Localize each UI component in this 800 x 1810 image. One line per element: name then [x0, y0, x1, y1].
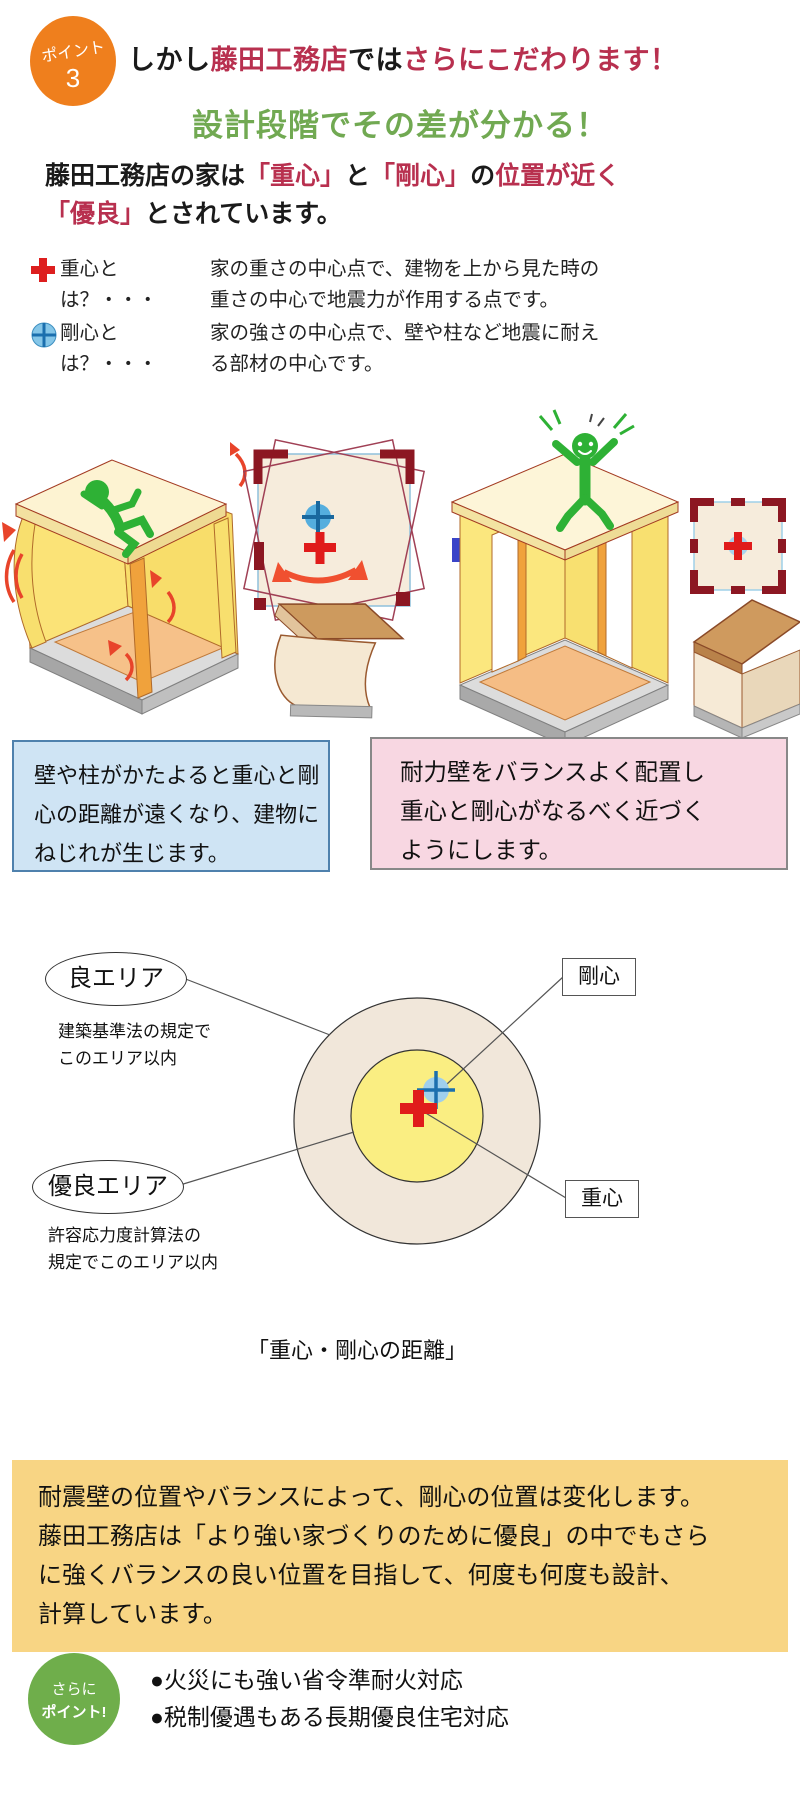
gravity-center-mark — [400, 1090, 437, 1127]
joy-marks — [538, 409, 635, 436]
center-distance-diagram — [179, 976, 567, 1245]
footer-bullets: ●火災にも強い省令準耐火対応 ●税制優遇もある長期優良住宅対応 — [150, 1662, 509, 1736]
shake-marks — [4, 452, 247, 682]
definition-desc: 家の重さの中心点で、建物を上から見た時の 重さの中心で地震力が作用する点です。 — [210, 258, 600, 311]
headline: しかし藤田工務店ではさらにこだわります！ — [128, 38, 677, 77]
corner-marks — [254, 542, 410, 610]
extra-point-badge-line2: ポイント! — [41, 1704, 107, 1721]
rotation-arrow — [282, 567, 358, 584]
intro-paragraph: 藤田工務店の家は「重心」と「剛心」の位置が近く 「優良」とされています。 — [45, 157, 620, 233]
callout-problem: 壁や柱がかたよると重心と剛 心の距離が遠くなり、建物に ねじれが生じます。 — [12, 740, 330, 872]
rigidity-center-label: 剛心 — [562, 958, 636, 996]
footer-bullet: ●火災にも強い省令準耐火対応 — [150, 1667, 463, 1693]
highlight-box: 耐震壁の位置やバランスによって、剛心の位置は変化します。 藤田工務店は「より強い… — [12, 1460, 788, 1652]
definition-term: 重心とは？・・・ — [60, 258, 158, 311]
good-area-note: 建築基準法の規定で このエリア以内 — [58, 1022, 211, 1068]
connector-lines — [179, 976, 567, 1199]
stable-small-house-icon — [692, 599, 800, 739]
intro-line1: 藤田工務店の家は「重心」と「剛心」の位置が近く — [45, 162, 621, 190]
subheadline: 設計段階でその差が分かる！ — [192, 108, 608, 143]
corner-brackets — [253, 449, 415, 484]
headline-part: 藤田工務店 — [210, 45, 348, 75]
coincident-centers-mark — [724, 532, 752, 560]
rotation-arrowhead-left — [272, 562, 292, 582]
gravity-center-label: 重心 — [565, 1180, 639, 1218]
diagram-caption: 「重心・剛心の距離」 — [246, 1338, 467, 1363]
shake-wedges — [2, 442, 240, 656]
twisting-plan-diagram — [242, 438, 426, 622]
excellent-area-note: 許容応力度計算法の 規定でこのエリア以内 — [48, 1226, 218, 1272]
excellent-area-label: 優良エリア — [32, 1160, 184, 1214]
headline-part: さらにこだわります！ — [403, 45, 678, 75]
intro-line2: 「優良」とされています。 — [45, 200, 342, 228]
headline-part: では — [348, 45, 403, 75]
extra-point-badge: さらに ポイント! — [28, 1653, 120, 1745]
falling-person-icon — [80, 480, 154, 558]
extra-point-badge-line1: さらに — [51, 1681, 97, 1698]
definition-rigidity-center: 剛心とは？・・・ 家の強さの中心点で、壁や柱など地震に耐え る部材の中心です。 — [30, 318, 599, 380]
callout-solution: 耐力壁をバランスよく配置し 重心と剛心がなるべく近づく ようにします。 — [370, 737, 788, 870]
definition-term: 剛心とは？・・・ — [60, 322, 158, 375]
point-badge: ポイント 3 — [30, 16, 116, 106]
gravity-center-mark — [304, 532, 336, 564]
headline-part: しかし — [128, 45, 211, 75]
distorted-house-illustration — [2, 442, 247, 715]
stable-house-illustration — [450, 409, 680, 742]
blue-circle-plus-icon — [30, 321, 60, 354]
warped-house-icon — [274, 603, 405, 719]
rotation-arrowhead-right — [348, 560, 368, 580]
happy-person-icon — [552, 433, 618, 532]
definitions: 重心とは？・・・ 家の重さの中心点で、建物を上から見た時の 重さの中心で地震力が… — [30, 254, 599, 382]
balanced-plan-diagram — [690, 498, 786, 594]
footer-bullet: ●税制優遇もある長期優良住宅対応 — [150, 1704, 509, 1730]
good-area-label: 良エリア — [45, 952, 187, 1006]
definition-gravity-center: 重心とは？・・・ 家の重さの中心点で、建物を上から見た時の 重さの中心で地震力が… — [30, 254, 599, 316]
red-plus-icon — [30, 257, 60, 288]
definition-desc: 家の強さの中心点で、壁や柱など地震に耐え る部材の中心です。 — [210, 322, 600, 375]
joy-marks-small — [589, 413, 605, 427]
earthquake-illustration — [2, 409, 800, 742]
rigidity-center-mark — [302, 501, 334, 533]
point-badge-number: 3 — [65, 63, 81, 93]
rigidity-center-mark — [417, 1071, 455, 1109]
